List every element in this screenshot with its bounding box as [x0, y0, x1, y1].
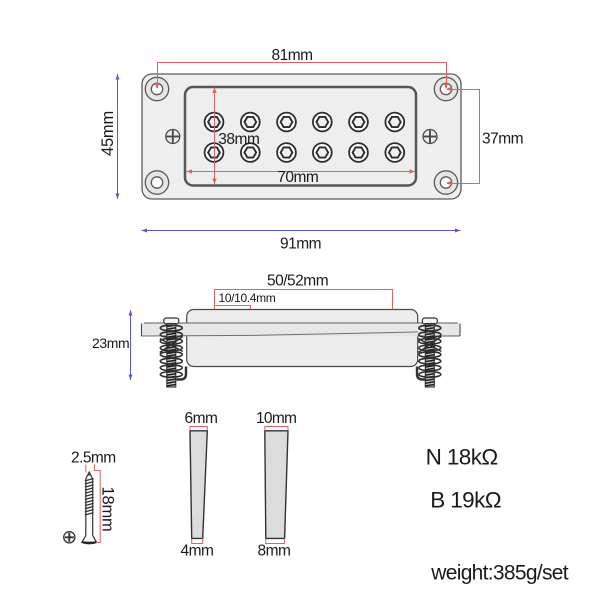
svg-text:4mm: 4mm	[181, 543, 214, 560]
svg-text:50/52mm: 50/52mm	[267, 273, 328, 290]
svg-text:weight:385g/set: weight:385g/set	[430, 562, 568, 585]
svg-text:N 18kΩ: N 18kΩ	[426, 444, 498, 469]
svg-text:2.5mm: 2.5mm	[71, 449, 116, 466]
svg-text:23mm: 23mm	[92, 335, 129, 351]
svg-text:45mm: 45mm	[99, 111, 117, 156]
svg-text:18mm: 18mm	[99, 487, 117, 532]
svg-text:10mm: 10mm	[256, 410, 296, 427]
svg-text:38mm: 38mm	[218, 131, 259, 148]
svg-text:10/10.4mm: 10/10.4mm	[219, 291, 276, 305]
svg-text:81mm: 81mm	[271, 47, 312, 64]
svg-text:6mm: 6mm	[185, 410, 218, 427]
svg-text:B 19kΩ: B 19kΩ	[430, 488, 501, 513]
svg-text:37mm: 37mm	[482, 131, 523, 148]
svg-text:70mm: 70mm	[277, 169, 318, 186]
svg-text:91mm: 91mm	[280, 236, 321, 253]
svg-text:8mm: 8mm	[258, 543, 291, 560]
